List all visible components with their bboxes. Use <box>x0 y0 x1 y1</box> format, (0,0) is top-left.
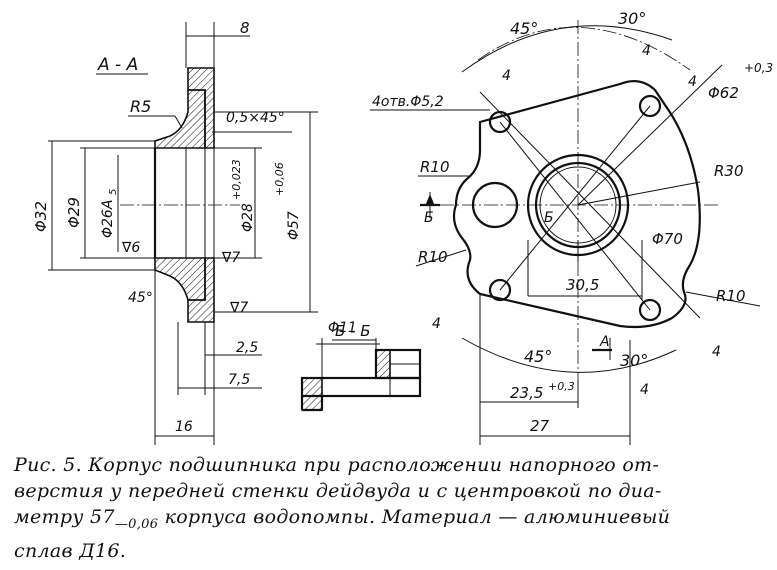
dim-d57: Φ57 <box>286 211 302 240</box>
dim-4-e: 4 <box>712 344 721 360</box>
caption-line-3: метру 57—0,06 корпуса водопомпы. Материа… <box>14 506 671 532</box>
dim-d32: Φ32 <box>32 201 50 232</box>
dim-8: 8 <box>240 19 250 37</box>
angle-45-top: 45° <box>510 19 538 38</box>
roughness-7b: ∇7 <box>229 300 248 316</box>
section-mark-b2: Б <box>544 210 554 226</box>
angle-30-bot: 30° <box>620 351 648 370</box>
dim-d62: Φ62 <box>708 84 739 102</box>
roughness-6: ∇6 <box>121 240 140 256</box>
dim-d28: Φ28 <box>240 203 256 232</box>
dim-7-5: 7,5 <box>228 372 250 388</box>
dim-4-d: 4 <box>432 316 441 332</box>
angle-45-bot: 45° <box>524 347 552 366</box>
section-aa-view: А - А 8 Φ32 Φ29 Φ26A 5 ∇6 R5 <box>32 19 318 445</box>
dim-d62-tol: +0,3 <box>744 61 773 75</box>
section-aa-label: А - А <box>97 55 138 75</box>
dim-d26-sub: 5 <box>108 189 119 195</box>
housing-contour <box>452 79 701 329</box>
dim-r10-b: R10 <box>418 248 448 266</box>
dim-chamfer: 0,5×45° <box>226 110 285 126</box>
angle-30-top: 30° <box>618 9 646 28</box>
section-bb-view: Б - Б Φ11 <box>300 320 422 412</box>
dim-23-5: 23,5 <box>510 384 543 402</box>
dim-23-5-tol: +0,3 <box>548 380 575 393</box>
angle-45-left: 45° <box>128 290 153 306</box>
section-bb-label: Б - Б <box>335 322 371 340</box>
caption-line-4: сплав Д16. <box>14 539 127 562</box>
caption-line-1: Рис. 5. Корпус подшипника при расположен… <box>14 454 660 476</box>
dim-d70: Φ70 <box>652 230 683 248</box>
section-mark-b1: Б <box>424 210 434 226</box>
dim-2-5: 2,5 <box>236 340 258 356</box>
section-bb-body <box>301 377 323 411</box>
dim-d28-tol: +0,023 <box>230 159 243 200</box>
dim-4-f: 4 <box>640 382 649 398</box>
dim-30-5: 30,5 <box>566 276 599 294</box>
dim-d11: Φ11 <box>328 320 357 336</box>
dim-4-c: 4 <box>502 68 511 84</box>
dim-r5: R5 <box>130 97 151 116</box>
dim-r10-a: R10 <box>420 158 450 176</box>
dim-holes: 4отв.Φ5,2 <box>372 94 444 110</box>
caption-line-2: верстия у передней стенки дейдвуда и с ц… <box>14 480 662 502</box>
technical-drawing: А - А 8 Φ32 Φ29 Φ26A 5 ∇6 R5 <box>32 9 773 445</box>
dim-4-a: 4 <box>642 43 651 59</box>
dim-r30: R30 <box>714 162 744 180</box>
hub-section-bottom <box>154 257 206 301</box>
dim-27: 27 <box>530 417 550 435</box>
hub-section-top <box>154 89 206 149</box>
caption-tolerance: —0,06 <box>114 516 159 532</box>
dim-d57-tol: +0,06 <box>273 162 286 196</box>
dim-4-b: 4 <box>688 74 697 90</box>
section-mark-a: А <box>599 334 610 350</box>
figure-caption: Рис. 5. Корпус подшипника при расположен… <box>14 452 766 564</box>
roughness-7a: ∇7 <box>221 250 240 266</box>
dim-r10-c: R10 <box>716 287 746 305</box>
dim-d29: Φ29 <box>65 197 83 228</box>
dim-d26: Φ26A <box>100 200 116 238</box>
front-view: 45° 30° 4 4 4 4отв.Φ5,2 Φ62 +0,3 R10 R10… <box>370 9 773 445</box>
dim-16: 16 <box>175 419 193 435</box>
